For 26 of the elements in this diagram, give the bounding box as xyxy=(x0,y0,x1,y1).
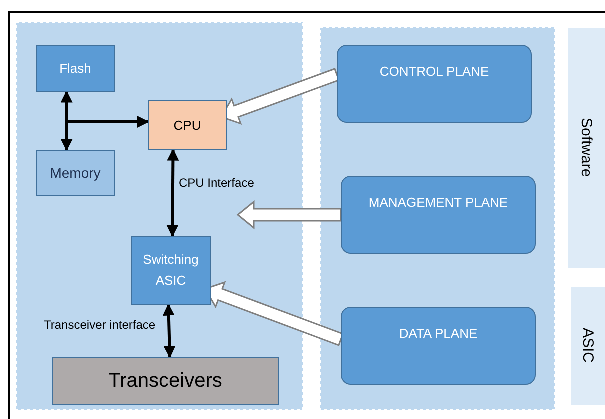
node-label: Flash xyxy=(60,61,92,76)
layer-band xyxy=(568,28,605,268)
node-label: CONTROL PLANE xyxy=(380,64,490,79)
node-label: Memory xyxy=(50,165,101,181)
node-label: ASIC xyxy=(580,328,596,364)
memory-box xyxy=(36,150,115,196)
block-arrow xyxy=(236,200,342,230)
node-label: Switching ASIC xyxy=(142,250,200,290)
layer-band xyxy=(571,287,605,405)
arrow xyxy=(162,304,176,358)
node-label: Transceivers xyxy=(108,370,222,392)
chip-box xyxy=(131,236,211,305)
edge-label: CPU Interface xyxy=(178,176,256,190)
plane-box xyxy=(337,45,532,123)
processor-box xyxy=(148,100,227,150)
transceiver-bar xyxy=(52,357,279,405)
node-label: CPU xyxy=(174,118,202,132)
edge-label: Transceiver interface xyxy=(43,318,157,332)
plane-box xyxy=(341,176,536,254)
memory-box xyxy=(36,45,115,92)
arrow xyxy=(166,148,180,238)
plane-box xyxy=(341,307,536,385)
node-label: DATA PLANE xyxy=(399,326,478,341)
node-label: Software xyxy=(578,118,595,178)
arrow xyxy=(65,116,150,150)
node-label: MANAGEMENT PLANE xyxy=(368,195,508,210)
